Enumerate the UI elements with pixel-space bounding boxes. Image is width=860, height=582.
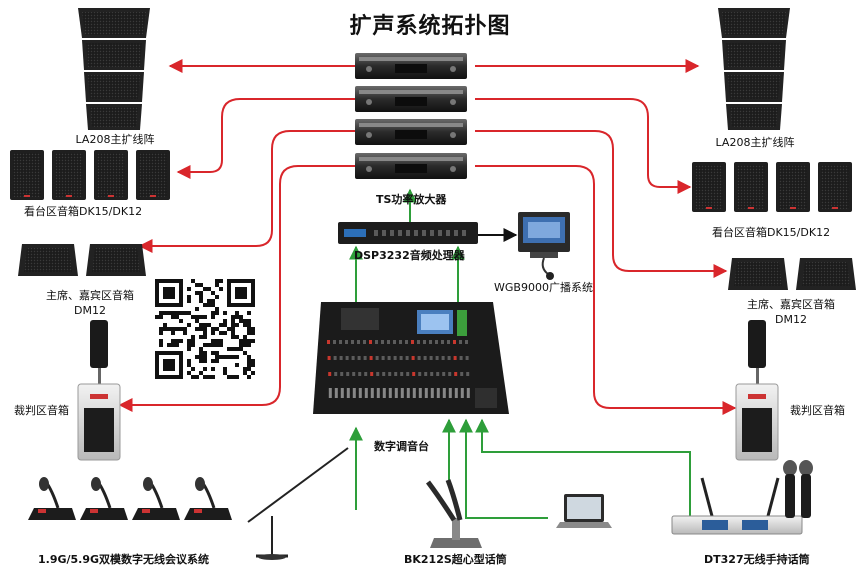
label-broadcast: WGB9000广播系统 [494, 281, 593, 294]
conference-microphones [28, 477, 232, 520]
stand-speakers-right [692, 162, 852, 212]
label-referee-left: 裁判区音箱 [14, 404, 69, 417]
floor-monitor-speaker-icon [18, 244, 78, 276]
wireless-receiver-icon [671, 460, 813, 535]
line-wireless-to-mixer [475, 418, 691, 518]
output-lines [118, 59, 737, 415]
label-amplifier: TS功率放大器 [376, 193, 447, 206]
label-gooseneck: BK212S超心型话筒 [404, 553, 507, 566]
label-dsp: DSP3232音频处理器 [354, 249, 465, 262]
gooseneck-microphone-icon [425, 479, 482, 548]
cabinet-speaker-icon [776, 162, 810, 212]
label-wireless: DT327无线手持话筒 [704, 553, 810, 566]
diagram-title: 扩声系统拓扑图 [349, 14, 511, 39]
cabinet-speaker-icon [692, 162, 726, 212]
line-laptop-to-mixer [459, 418, 548, 519]
digital-mixer-icon [313, 302, 509, 414]
column-speaker-icon [77, 320, 121, 461]
cabinet-speaker-icon [94, 150, 128, 200]
line-array-speaker-icon [718, 8, 790, 130]
label-vip-left-line2: DM12 [74, 304, 106, 317]
cabinet-speaker-icon [136, 150, 170, 200]
floor-monitor-speaker-icon [796, 258, 856, 290]
cabinet-speaker-icon [10, 150, 44, 200]
floor-monitor-speaker-icon [86, 244, 146, 276]
laptop-icon [556, 494, 612, 528]
cabinet-speaker-icon [734, 162, 768, 212]
conference-microphone-icon [28, 477, 76, 520]
conference-microphone-icon [80, 477, 128, 520]
label-stand-left: 看台区音箱DK15/DK12 [24, 205, 143, 218]
qr-code-icon [154, 278, 256, 380]
line-amp-to-stand-right [475, 98, 692, 194]
label-conference: 1.9G/5.9G双模数字无线会议系统 [38, 553, 210, 566]
signal-lines [349, 188, 691, 519]
label-vip-right-line2: DM12 [775, 313, 807, 326]
line-array-speaker-icon [78, 8, 150, 130]
label-stand-right: 看台区音箱DK15/DK12 [712, 226, 831, 239]
label-vip-right-line1: 主席、嘉宾区音箱 [747, 298, 835, 311]
line-amp-to-referee-left [118, 165, 355, 412]
label-la208-right: LA208主扩线阵 [715, 136, 795, 149]
dsp-processor-icon [338, 222, 478, 244]
column-speaker-icon [735, 320, 779, 461]
broadcast-station-icon [518, 212, 570, 280]
label-vip-left-line1: 主席、嘉宾区音箱 [46, 289, 134, 302]
conference-microphone-icon [184, 477, 232, 520]
floor-monitor-speaker-icon [728, 258, 788, 290]
cabinet-speaker-icon [52, 150, 86, 200]
stand-speakers-left [10, 150, 170, 200]
label-la208-left: LA208主扩线阵 [75, 133, 155, 146]
line-amp-to-referee-right [475, 165, 737, 415]
boom-stand-microphone-icon [247, 447, 349, 560]
line-amp-to-stand-left [176, 98, 355, 179]
label-referee-right: 裁判区音箱 [790, 404, 845, 417]
conference-microphone-icon [132, 477, 180, 520]
line-amp-to-vip-right [475, 130, 728, 278]
cabinet-speaker-icon [818, 162, 852, 212]
power-amplifier-icon [355, 53, 467, 179]
label-mixer: 数字调音台 [374, 440, 429, 453]
line-amp-to-vip-left [138, 130, 355, 253]
